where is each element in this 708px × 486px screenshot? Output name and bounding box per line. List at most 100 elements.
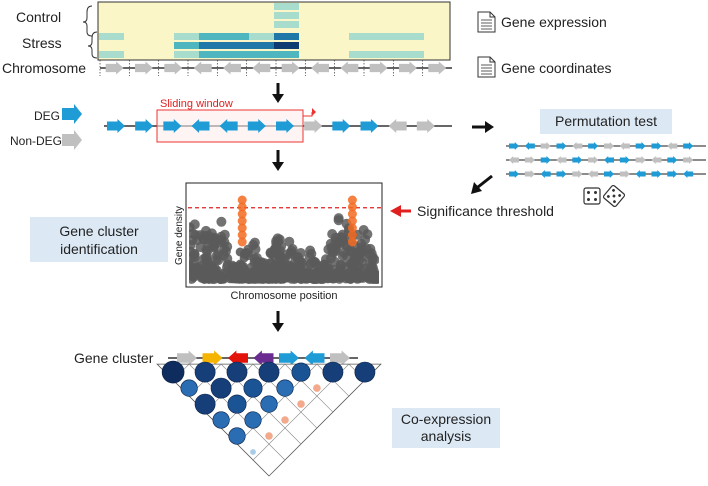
density-point	[189, 246, 196, 257]
permutation-gene-arrow	[556, 156, 567, 164]
heatmap-cell	[249, 42, 274, 49]
deg-legend-arrow-icon	[62, 104, 82, 124]
heatmap-cell	[374, 51, 399, 58]
density-point	[286, 248, 296, 258]
gene-coordinates-document-icon	[477, 56, 496, 78]
coexpression-cell	[258, 361, 280, 383]
permutation-gene-arrow	[556, 170, 567, 178]
chromosome-label: Chromosome	[2, 60, 86, 76]
heatmap-frame	[97, 1, 451, 61]
heatmap-cell	[174, 51, 199, 58]
permutation-gene-arrow	[667, 156, 678, 164]
heatmap-cell	[274, 33, 299, 40]
deg-gene-arrow	[247, 119, 266, 133]
permutation-gene-arrow	[604, 142, 614, 150]
heatmap-cell	[274, 42, 299, 49]
heatmap-cell	[249, 33, 274, 40]
window-slide-head-icon	[312, 108, 316, 116]
gene-density-axis-label: Gene density	[174, 206, 185, 265]
significant-peak-point	[237, 202, 247, 212]
gene-cluster-identification-line1: Gene cluster	[59, 223, 139, 239]
density-point	[310, 274, 321, 284]
heatmap-cell	[224, 51, 249, 58]
non-deg-legend-arrow-icon	[62, 130, 82, 150]
permutation-gene-arrow	[556, 142, 567, 150]
deg-gene-arrow	[135, 119, 154, 133]
permutation-gene-arrow	[540, 156, 551, 164]
permutation-gene-arrow	[604, 170, 614, 178]
deg-gene-arrow	[191, 119, 210, 133]
cluster-gene-arrow	[304, 350, 325, 366]
chromosome-position-axis-label: Chromosome position	[231, 290, 338, 302]
significance-threshold-label: Significance threshold	[417, 203, 554, 219]
density-point	[201, 252, 211, 263]
permutation-gene-arrow	[572, 156, 583, 164]
permutation-gene-arrow	[651, 170, 662, 178]
chromosome-gene-arrow	[252, 61, 271, 75]
permutation-gene-arrow	[572, 170, 583, 178]
permutation-gene-arrow	[683, 142, 694, 150]
gene-expression-document-icon	[477, 11, 496, 33]
heatmap-cell	[224, 33, 249, 40]
non-deg-gene-arrow	[388, 119, 407, 133]
chromosome-gene-arrow	[340, 61, 359, 75]
density-point	[367, 262, 378, 273]
chromosome-gene-arrow	[135, 61, 153, 75]
deg-gene-arrow	[332, 119, 351, 133]
density-point	[333, 213, 344, 224]
density-point	[189, 219, 200, 230]
non-deg-gene-arrow	[304, 119, 323, 133]
density-point	[253, 273, 264, 284]
cluster-gene-arrow	[177, 350, 197, 366]
permutation-gene-arrow	[619, 156, 630, 164]
significant-peak-point	[347, 209, 357, 219]
permutation-test-box	[540, 109, 672, 134]
density-point	[276, 273, 286, 284]
significant-peak-point	[347, 216, 357, 226]
coexpression-cell	[313, 384, 321, 392]
permutation-gene-arrow	[604, 156, 614, 164]
cluster-gene-arrow	[330, 350, 350, 366]
permutation-gene-arrow	[683, 156, 694, 164]
gene-expression-label: Gene expression	[501, 14, 607, 30]
permutation-gene-arrow	[540, 142, 551, 150]
diagonal-arrow-icon	[471, 174, 493, 194]
heatmap-cell	[274, 12, 299, 19]
density-point	[349, 265, 359, 275]
coexpression-line1: Co-expression	[401, 411, 491, 427]
permutation-gene-arrow	[509, 170, 519, 178]
density-point	[334, 267, 345, 278]
density-point	[329, 244, 340, 255]
chromosome-gene-arrow	[311, 61, 329, 75]
density-point	[351, 272, 362, 283]
chromosome-gene-arrow	[164, 61, 183, 75]
coexpression-cell	[212, 411, 230, 429]
significant-peak-point	[237, 216, 247, 226]
coexpression-cell	[228, 427, 246, 445]
significant-peak-point	[237, 237, 247, 247]
deg-gene-arrow	[219, 119, 238, 133]
permutation-gene-arrow	[619, 170, 630, 178]
density-point	[260, 266, 271, 277]
heatmap-cell	[199, 51, 224, 58]
permutation-gene-arrow	[524, 142, 535, 150]
significant-peak-point	[347, 202, 357, 212]
stress-label: Stress	[22, 35, 62, 51]
density-point	[337, 250, 348, 261]
permutation-gene-arrow	[524, 170, 535, 178]
coexpression-cell	[210, 377, 232, 399]
density-point	[306, 248, 317, 259]
cluster-gene-arrow	[279, 350, 299, 366]
heatmap-cell	[374, 33, 399, 40]
permutation-gene-arrow	[683, 170, 694, 178]
down-arrow-icon	[272, 150, 284, 171]
sliding-window-label: Sliding window	[160, 98, 233, 110]
cluster-gene-arrow	[202, 350, 223, 366]
coexpression-cell	[297, 400, 305, 408]
heatmap-cell	[399, 33, 424, 40]
heatmap-cell	[399, 51, 424, 58]
chromosome-gene-arrow	[105, 61, 124, 75]
coexpression-cell	[260, 395, 278, 413]
